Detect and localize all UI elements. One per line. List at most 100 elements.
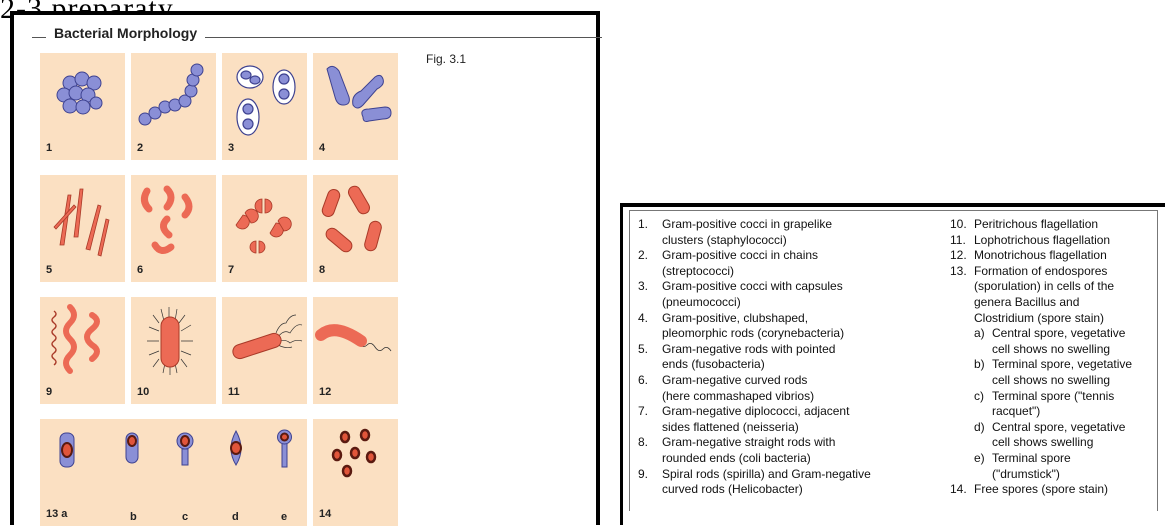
item-text: Peritrichous flagellation — [974, 217, 1165, 233]
item-text: Gram-positive cocci with capsules (pneum… — [662, 279, 948, 310]
staphylococci-illustration — [40, 53, 125, 160]
item-text: Gram-positive, clubshaped, pleomorphic r… — [662, 311, 948, 342]
subitem-letter: a) — [974, 326, 992, 357]
tile-number: 7 — [228, 264, 234, 276]
tile-number: 3 — [228, 142, 234, 154]
tile-number: 5 — [46, 264, 52, 276]
item-text: Gram-positive cocci in chains (streptoco… — [662, 248, 948, 279]
tile-10: 10 — [131, 297, 216, 404]
item-number: 10. — [950, 217, 974, 233]
legend-item-10: 10.Peritrichous flagellation — [950, 217, 1165, 233]
tile-number: 4 — [319, 142, 325, 154]
item-text: Formation of endospores (sporulation) in… — [974, 264, 1165, 326]
fig-label: Fig. 3.1 — [426, 52, 466, 66]
tile-13: 13 a b c d e — [40, 419, 307, 526]
sub-label-b: b — [130, 511, 137, 523]
legend-item-11: 11.Lophotrichous flagellation — [950, 233, 1165, 249]
subitem-text: Terminal spore, vegetative cell shows no… — [992, 357, 1165, 388]
legend-panel: 1.Gram-positive cocci in grapelike clust… — [620, 203, 1165, 525]
tile-1: 1 — [40, 53, 125, 160]
tile-14: 14 — [313, 419, 398, 526]
item-text: Spiral rods (spirilla) and Gram-negative… — [662, 467, 948, 498]
tile-number: 10 — [137, 386, 149, 398]
item-number: 14. — [950, 482, 974, 498]
bacterial-morphology-figure: Bacterial Morphology Fig. 3.1 1 2 — [10, 11, 600, 525]
tile-number: 2 — [137, 142, 143, 154]
endospores-illustration — [40, 419, 307, 526]
legend-frame: 1.Gram-positive cocci in grapelike clust… — [629, 210, 1158, 511]
tile-7: 7 — [222, 175, 307, 282]
item-number: 3. — [638, 279, 662, 310]
item-text: Gram-negative diplococci, adjacent sides… — [662, 404, 948, 435]
legend-item-7: 7.Gram-negative diplococci, adjacent sid… — [638, 404, 948, 435]
legend-item-4: 4.Gram-positive, clubshaped, pleomorphic… — [638, 311, 948, 342]
subitem-text: Terminal spore ("drumstick") — [992, 451, 1165, 482]
item-text: Gram-negative straight rods with rounded… — [662, 435, 948, 466]
subitem-letter: b) — [974, 357, 992, 388]
item-text: Free spores (spore stain) — [974, 482, 1165, 498]
legend-item-3: 3.Gram-positive cocci with capsules (pne… — [638, 279, 948, 310]
legend-item-2: 2.Gram-positive cocci in chains (strepto… — [638, 248, 948, 279]
legend-item-9: 9.Spiral rods (spirilla) and Gram-negati… — [638, 467, 948, 498]
figure-title: Bacterial Morphology — [46, 25, 205, 41]
item-number: 13. — [950, 264, 974, 326]
legend-right-column: 10.Peritrichous flagellation 11.Lophotri… — [950, 217, 1165, 498]
tile-number: 8 — [319, 264, 325, 276]
legend-item-5: 5.Gram-negative rods with pointed ends (… — [638, 342, 948, 373]
tile-3: 3 — [222, 53, 307, 160]
legend-subitem-b: b)Terminal spore, vegetative cell shows … — [950, 357, 1165, 388]
subitem-text: Terminal spore ("tennis racquet") — [992, 389, 1165, 420]
item-number: 5. — [638, 342, 662, 373]
sub-label-c: c — [182, 511, 188, 523]
tile-number: 13 a — [46, 508, 67, 520]
tile-4: 4 — [313, 53, 398, 160]
item-number: 1. — [638, 217, 662, 248]
legend-subitem-d: d)Central spore, vegetative cell shows s… — [950, 420, 1165, 451]
tile-number: 14 — [319, 508, 331, 520]
item-number: 4. — [638, 311, 662, 342]
tile-6: 6 — [131, 175, 216, 282]
tile-11: 11 — [222, 297, 307, 404]
vibrios-illustration — [131, 175, 216, 282]
legend-item-1: 1.Gram-positive cocci in grapelike clust… — [638, 217, 948, 248]
item-text: Gram-negative curved rods (here commasha… — [662, 373, 948, 404]
legend-subitem-a: a)Central spore, vegetative cell shows n… — [950, 326, 1165, 357]
subitem-text: Central spore, vegetative cell shows swe… — [992, 420, 1165, 451]
legend-subitem-c: c)Terminal spore ("tennis racquet") — [950, 389, 1165, 420]
subitem-letter: c) — [974, 389, 992, 420]
tile-number: 11 — [228, 386, 240, 398]
fusobacteria-illustration — [40, 175, 125, 282]
item-number: 11. — [950, 233, 974, 249]
tile-2: 2 — [131, 53, 216, 160]
spirilla-illustration — [40, 297, 125, 404]
tile-12: 12 — [313, 297, 398, 404]
legend-item-13: 13.Formation of endospores (sporulation)… — [950, 264, 1165, 326]
pneumococci-illustration — [222, 53, 307, 160]
legend-item-12: 12.Monotrichous flagellation — [950, 248, 1165, 264]
streptococci-illustration — [131, 53, 216, 160]
subitem-letter: d) — [974, 420, 992, 451]
subitem-letter: e) — [974, 451, 992, 482]
item-number: 2. — [638, 248, 662, 279]
legend-item-14: 14.Free spores (spore stain) — [950, 482, 1165, 498]
sub-label-d: d — [232, 511, 239, 523]
item-number: 9. — [638, 467, 662, 498]
item-text: Lophotrichous flagellation — [974, 233, 1165, 249]
item-text: Gram-negative rods with pointed ends (fu… — [662, 342, 948, 373]
tile-number: 9 — [46, 386, 52, 398]
item-number: 8. — [638, 435, 662, 466]
item-number: 12. — [950, 248, 974, 264]
coli-bacteria-illustration — [313, 175, 398, 282]
legend-item-6: 6.Gram-negative curved rods (here commas… — [638, 373, 948, 404]
subitem-text: Central spore, vegetative cell shows no … — [992, 326, 1165, 357]
tile-number: 12 — [319, 386, 331, 398]
corynebacteria-illustration — [313, 53, 398, 160]
legend-subitem-e: e)Terminal spore ("drumstick") — [950, 451, 1165, 482]
tile-5: 5 — [40, 175, 125, 282]
legend-left-column: 1.Gram-positive cocci in grapelike clust… — [638, 217, 948, 498]
tile-9: 9 — [40, 297, 125, 404]
item-number: 7. — [638, 404, 662, 435]
neisseria-illustration — [222, 175, 307, 282]
item-text: Monotrichous flagellation — [974, 248, 1165, 264]
tile-number: 1 — [46, 142, 52, 154]
